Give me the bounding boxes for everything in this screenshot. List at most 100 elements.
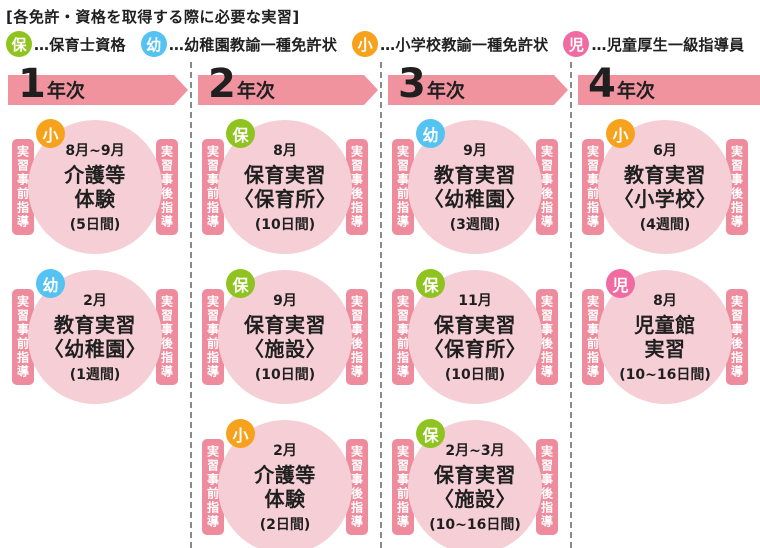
training-month: 8月~9月 (65, 143, 125, 159)
training-name: 教育実習 〈小学校〉 (614, 163, 717, 211)
qualification-badge: 児 (563, 31, 590, 57)
post-guidance-tab: 実習事後指導 (726, 139, 748, 235)
training-month: 9月 (463, 143, 487, 159)
post-guidance-tab: 実習事後指導 (346, 139, 368, 235)
pre-guidance-tab: 実習事前指導 (202, 439, 224, 535)
qualification-badge: 児 (606, 269, 635, 298)
training-name-line: 〈幼稚園〉 (43, 337, 147, 361)
training-duration: (10日間) (254, 217, 316, 233)
training-duration: (10日間) (444, 367, 506, 383)
year-suffix-label: 年次 (236, 80, 275, 102)
pre-guidance-tab: 実習事前指導 (392, 289, 414, 385)
column-divider (380, 62, 382, 548)
training-name: 介護等 体験 (64, 163, 126, 211)
training-info: 2月 介護等 体験 (2日間) (218, 420, 352, 548)
training-name-line: 保育実習 (434, 463, 516, 487)
training-module: 実習事前指導 実習事後指導 小 8月~9月 介護等 体験 (5日間) (0, 115, 190, 259)
pre-guidance-tab: 実習事前指導 (12, 139, 34, 235)
training-duration: (5日間) (69, 217, 121, 233)
training-name: 教育実習 〈幼稚園〉 (424, 163, 527, 211)
training-name-line: 児童館 (634, 313, 696, 337)
training-module: 実習事前指導 実習事後指導 児 8月 児童館 実習 (10~16日間) (570, 265, 760, 409)
training-module: 実習事前指導 実習事後指導 幼 2月 教育実習 〈幼稚園〉 (1週間) (0, 265, 190, 409)
legend-item: 児 …児童厚生一級指導員 (563, 31, 744, 57)
training-month: 2月~3月 (445, 443, 505, 459)
training-module: 実習事前指導 実習事後指導 幼 9月 教育実習 〈幼稚園〉 (3週間) (380, 115, 570, 259)
training-module: 実習事前指導 実習事後指導 保 11月 保育実習 〈保育所〉 (10日間) (380, 265, 570, 409)
post-guidance-tab: 実習事後指導 (346, 289, 368, 385)
year-column-4: 4年次 実習事前指導 実習事後指導 小 6月 教育実習 〈小学校〉 (4週間) (570, 64, 760, 548)
training-month: 2月 (83, 293, 107, 309)
legend-item: 幼 …幼稚園教諭一種免許状 (140, 31, 337, 57)
pre-guidance-tab: 実習事前指導 (392, 439, 414, 535)
training-month: 6月 (653, 143, 677, 159)
training-name: 保育実習 〈保育所〉 (424, 313, 527, 361)
training-name: 介護等 体験 (254, 463, 316, 511)
training-module: 実習事前指導 実習事後指導 保 8月 保育実習 〈保育所〉 (10日間) (190, 115, 380, 259)
qualification-badge: 幼 (416, 119, 445, 148)
training-name-line: 保育実習 (244, 313, 326, 337)
training-info: 8月~9月 介護等 体験 (5日間) (28, 120, 162, 254)
pre-guidance-tab: 実習事前指導 (202, 139, 224, 235)
year-number: 2 (208, 61, 237, 107)
training-info: 6月 教育実習 〈小学校〉 (4週間) (598, 120, 732, 254)
training-info: 9月 教育実習 〈幼稚園〉 (3週間) (408, 120, 542, 254)
training-month: 2月 (273, 443, 297, 459)
qualification-badge: 保 (226, 119, 255, 148)
qualification-badge: 幼 (140, 31, 167, 57)
qualification-badge: 小 (606, 119, 635, 148)
training-info: 11月 保育実習 〈保育所〉 (10日間) (408, 270, 542, 404)
pre-guidance-tab: 実習事前指導 (582, 289, 604, 385)
post-guidance-tab: 実習事後指導 (156, 139, 178, 235)
training-name-line: 教育実習 (434, 163, 516, 187)
year-suffix-label: 年次 (46, 80, 85, 102)
training-name-line: 〈小学校〉 (613, 187, 717, 211)
post-guidance-tab: 実習事後指導 (536, 439, 558, 535)
qualification-badge: 保 (416, 269, 445, 298)
training-duration: (10~16日間) (619, 367, 711, 383)
training-name-line: 介護等 (254, 463, 316, 487)
training-info: 2月~3月 保育実習 〈施設〉 (10~16日間) (408, 420, 542, 548)
training-info: 2月 教育実習 〈幼稚園〉 (1週間) (28, 270, 162, 404)
legend-item: 保 …保育士資格 (6, 31, 126, 57)
year-columns: 1年次 実習事前指導 実習事後指導 小 8月~9月 介護等 体験 (5日間) (0, 62, 760, 548)
qualification-badge: 幼 (36, 269, 65, 298)
training-name-line: 保育実習 (434, 313, 516, 337)
training-name-line: 介護等 (64, 163, 126, 187)
training-month: 11月 (458, 293, 492, 309)
training-info: 9月 保育実習 〈施設〉 (10日間) (218, 270, 352, 404)
year-suffix-label: 年次 (616, 80, 655, 102)
legend-item: 小 …小学校教諭一種免許状 (352, 31, 548, 57)
year-column-2: 2年次 実習事前指導 実習事後指導 保 8月 保育実習 〈保育所〉 (10日間) (190, 64, 380, 548)
legend-label: …保育士資格 (34, 35, 126, 54)
training-name-line: 体験 (264, 487, 306, 511)
year-banner: 4年次 (578, 64, 760, 105)
year-column-1: 1年次 実習事前指導 実習事後指導 小 8月~9月 介護等 体験 (5日間) (0, 64, 190, 548)
training-duration: (1週間) (69, 367, 121, 383)
training-month: 8月 (273, 143, 297, 159)
chart-title: [各免許・資格を取得する際に必要な実習] (6, 8, 300, 26)
post-guidance-tab: 実習事後指導 (536, 139, 558, 235)
training-module: 実習事前指導 実習事後指導 小 2月 介護等 体験 (2日間) (190, 415, 380, 548)
year-banner: 3年次 (388, 64, 568, 105)
year-label: 2年次 (208, 64, 275, 104)
training-month: 8月 (653, 293, 677, 309)
year-column-3: 3年次 実習事前指導 実習事後指導 幼 9月 教育実習 〈幼稚園〉 (3週間) (380, 64, 570, 548)
training-name-line: 〈保育所〉 (423, 337, 527, 361)
legend: 保 …保育士資格 幼 …幼稚園教諭一種免許状 小 …小学校教諭一種免許状 児 …… (6, 31, 744, 57)
post-guidance-tab: 実習事後指導 (726, 289, 748, 385)
qualification-badge: 小 (36, 119, 65, 148)
training-name-line: 教育実習 (624, 163, 706, 187)
training-module: 実習事前指導 実習事後指導 保 2月~3月 保育実習 〈施設〉 (10~16日間… (380, 415, 570, 548)
training-name-line: 体験 (74, 187, 116, 211)
year-number: 1 (18, 61, 47, 107)
training-duration: (10~16日間) (429, 517, 521, 533)
column-divider (570, 62, 572, 548)
training-module: 実習事前指導 実習事後指導 小 6月 教育実習 〈小学校〉 (4週間) (570, 115, 760, 259)
training-module: 実習事前指導 実習事後指導 保 9月 保育実習 〈施設〉 (10日間) (190, 265, 380, 409)
year-label: 3年次 (398, 64, 465, 104)
qualification-badge: 保 (416, 419, 445, 448)
training-name: 保育実習 〈保育所〉 (234, 163, 337, 211)
qualification-badge: 保 (226, 269, 255, 298)
post-guidance-tab: 実習事後指導 (536, 289, 558, 385)
